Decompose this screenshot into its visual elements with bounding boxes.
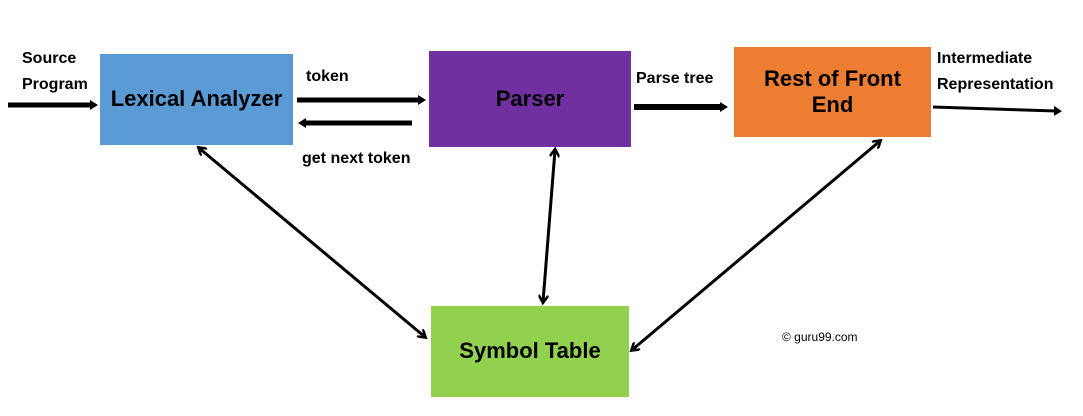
arrow-rest-symtab <box>632 141 880 350</box>
symbol-table-box: Symbol Table <box>431 306 629 397</box>
symbol-table-label: Symbol Table <box>459 338 601 364</box>
source-label-line1: Source <box>22 50 77 67</box>
arrow-lexer-symtab <box>199 148 425 337</box>
arrow-parser-symtab <box>543 150 555 302</box>
lexical-analyzer-label: Lexical Analyzer <box>110 86 283 112</box>
rest-of-front-end-label: Rest of Front End <box>764 65 901 117</box>
source-label-line2: Program <box>22 76 88 93</box>
ir-label-line1: Intermediate <box>937 50 1033 67</box>
parser-label: Parser <box>495 85 565 111</box>
parse-tree-label: Parse tree <box>636 70 714 87</box>
ir-label-line2: Representation <box>937 76 1054 93</box>
token-label: token <box>306 68 349 85</box>
rest-of-front-end-box: Rest of Front End <box>734 47 931 137</box>
arrow-ir <box>932 105 1062 116</box>
get-next-token-label: get next token <box>302 150 411 167</box>
copyright-text: © guru99.com <box>782 330 858 344</box>
parser-box: Parser <box>429 51 631 147</box>
lexical-analyzer-box: Lexical Analyzer <box>100 54 293 145</box>
